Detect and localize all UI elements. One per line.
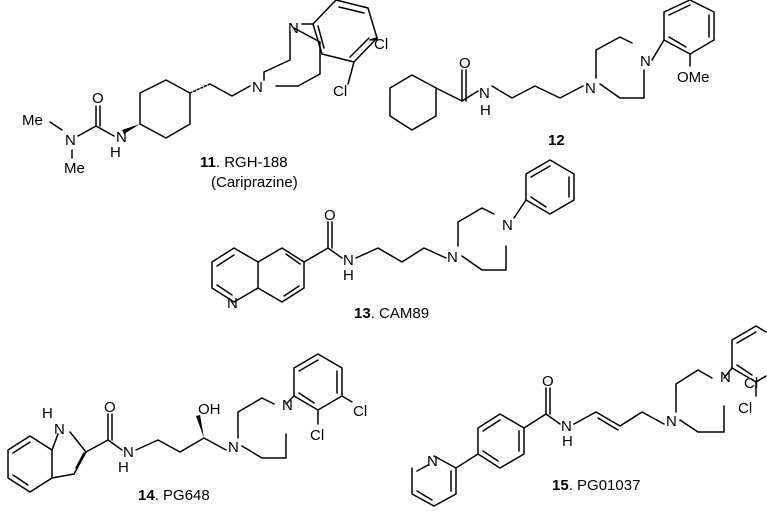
c12-caption: 12 bbox=[548, 132, 565, 149]
c11-piperazine-n2-label: N bbox=[288, 20, 299, 37]
c12-amide-hydrogen-label: H bbox=[480, 102, 491, 119]
c11-caption: 11. RGH-188 bbox=[200, 154, 288, 171]
c13-quinoline-nitrogen-label: N bbox=[227, 295, 238, 312]
c15-pyridine-nitrogen-label: N bbox=[427, 453, 438, 470]
c15-piperazine-n2-label: N bbox=[720, 369, 731, 386]
c14-chlorine-label-1: Cl bbox=[353, 403, 367, 420]
c15-chlorine-label-2: Cl bbox=[738, 400, 752, 417]
c12-amide-nitrogen-label: N bbox=[479, 85, 490, 102]
c14-amide-hydrogen-label: H bbox=[118, 459, 129, 476]
c11-methyl-label-2: Me bbox=[64, 160, 85, 177]
cyclohexane-ring bbox=[139, 79, 191, 139]
c15-piperazine-n1-label: N bbox=[666, 413, 677, 430]
c14-indole-nitrogen-label: N bbox=[54, 421, 65, 438]
c15-oxygen-label: O bbox=[542, 373, 554, 390]
c11-caption-alias: (Cariprazine) bbox=[211, 174, 298, 191]
c11-chlorine-label-1: Cl bbox=[374, 36, 388, 53]
c14-caption: 14. PG648 bbox=[138, 487, 210, 504]
c15-caption: 15. PG01037 bbox=[552, 477, 640, 494]
compound-14-structure: N H O N H OH N N Cl Cl 14. PG648 bbox=[7, 353, 367, 504]
c15-chlorine-label-1: Cl bbox=[744, 375, 758, 392]
c11-methyl-label-1: Me bbox=[22, 112, 43, 129]
compound-15-structure: N O N H N N Cl Cl 15. PG01037 bbox=[411, 325, 767, 507]
c14-chlorine-label-2: Cl bbox=[310, 427, 324, 444]
compound-12-structure: O N H N N OMe 12 bbox=[389, 0, 715, 149]
c14-piperazine-n2-label: N bbox=[282, 397, 293, 414]
c13-oxygen-label: O bbox=[324, 207, 336, 224]
c11-piperazine-n1-label: N bbox=[252, 79, 263, 96]
c12-piperazine-n2-label: N bbox=[640, 53, 651, 70]
c12-methoxy-label: OMe bbox=[677, 69, 710, 86]
c13-piperazine-n2-label: N bbox=[502, 217, 513, 234]
c13-amide-hydrogen-label: H bbox=[343, 267, 354, 284]
c15-amide-nitrogen-label: N bbox=[561, 418, 572, 435]
piperazine-ring bbox=[263, 27, 321, 87]
c11-oxygen-label: O bbox=[92, 90, 104, 107]
c12-piperazine-n1-label: N bbox=[585, 80, 596, 97]
c13-amide-nitrogen-label: N bbox=[343, 252, 354, 269]
c12-oxygen-label: O bbox=[459, 55, 471, 72]
c11-chlorine-label-2: Cl bbox=[333, 83, 347, 100]
c13-caption: 13. CAM89 bbox=[354, 305, 429, 322]
c14-piperazine-n1-label: N bbox=[228, 439, 239, 456]
dichlorophenyl-ring bbox=[312, 0, 378, 63]
c14-oxygen-label: O bbox=[104, 399, 116, 416]
compound-11-structure: O N Me Me N H N N Cl Cl 11. RGH-188 (Car… bbox=[22, 0, 388, 191]
c13-piperazine-n1-label: N bbox=[447, 249, 458, 266]
c11-amide-hydrogen-label: H bbox=[110, 144, 121, 161]
c11-amide-nitrogen-label: N bbox=[116, 129, 127, 146]
compound-13-structure: O N H N N N 13. CAM89 bbox=[211, 159, 575, 322]
c14-indole-hydrogen-label: H bbox=[42, 405, 53, 422]
c15-amide-hydrogen-label: H bbox=[562, 433, 573, 450]
c11-dimethyl-nitrogen-label: N bbox=[65, 132, 76, 149]
c14-hydroxyl-label: OH bbox=[198, 401, 221, 418]
c14-amide-nitrogen-label: N bbox=[123, 444, 134, 461]
